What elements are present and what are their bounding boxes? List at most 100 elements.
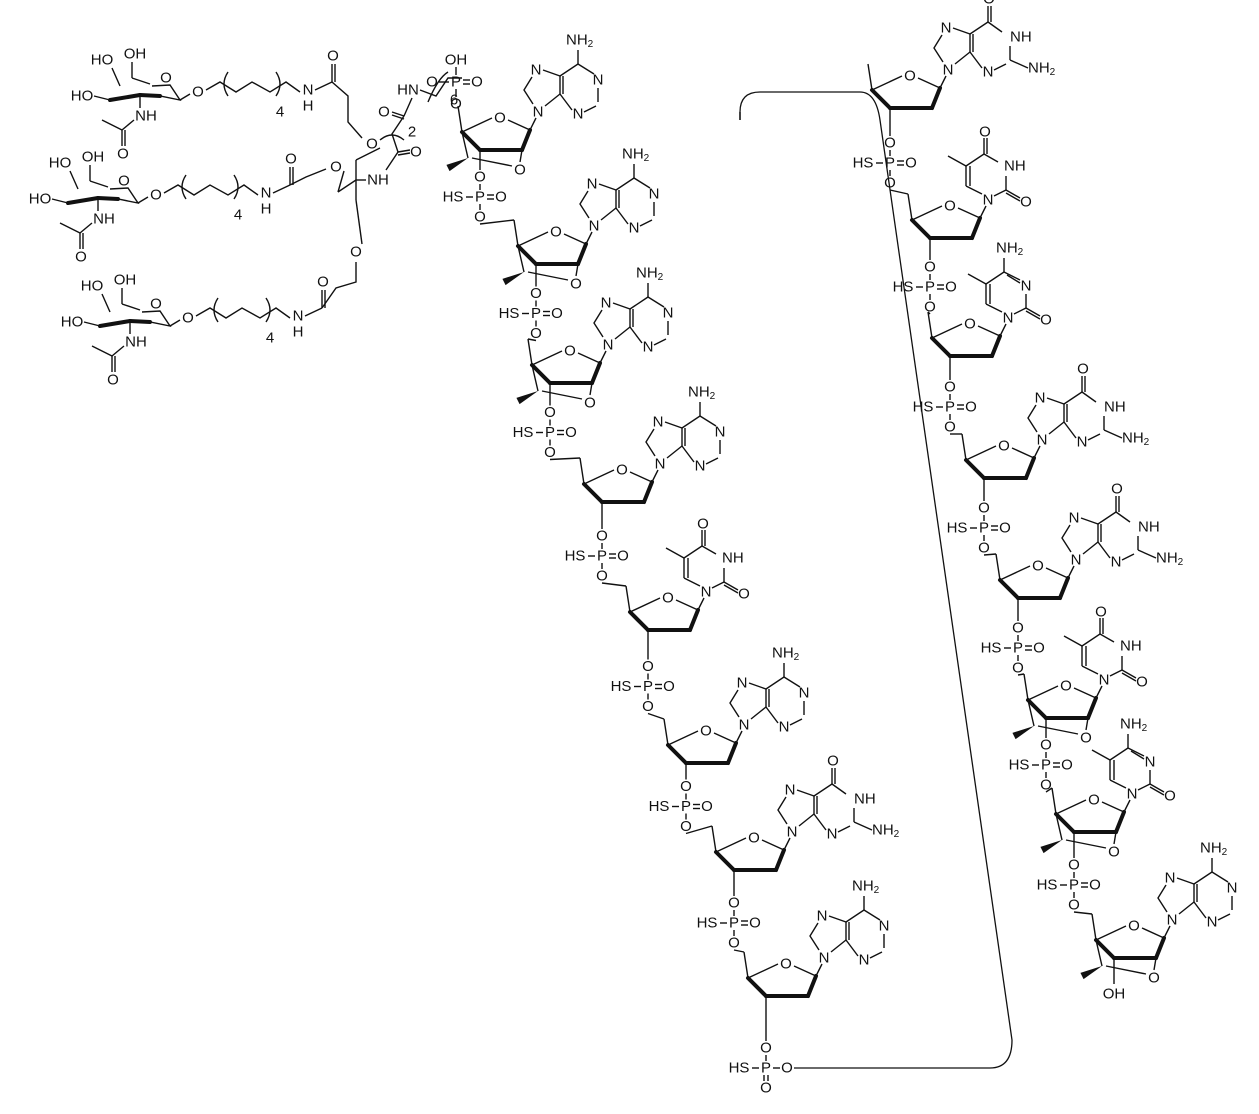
- ring-o: O: [944, 198, 956, 215]
- galnac-cluster: OHOHOOHNHOO4NHOOHOHOOHNHOO4NHOOHOHOOHNHO…: [29, 46, 462, 389]
- p-label: P: [1013, 640, 1023, 657]
- carbonyl-o: O: [1040, 312, 1052, 329]
- n9-label: N: [943, 62, 954, 79]
- amide-h: H: [261, 201, 272, 218]
- adenine-base: NNNH2NN: [810, 878, 889, 969]
- amide-n: N: [303, 82, 314, 99]
- galnac-arm-2: OHOHOOHNHOO4NHO: [29, 149, 297, 266]
- ring-o: O: [1088, 792, 1100, 809]
- n3-label: N: [827, 826, 838, 843]
- p-oxo: O: [701, 798, 713, 815]
- o5-label: O: [924, 299, 936, 316]
- hydroxyl-label: HO: [29, 191, 52, 208]
- p-label: P: [643, 678, 653, 695]
- n7-label: N: [587, 176, 598, 193]
- carbonyl-o: O: [983, 0, 995, 8]
- hydroxyl-label: HO: [71, 88, 94, 105]
- carbonyl-o: O: [1164, 788, 1176, 805]
- adenine-base: NNNH2NN: [580, 146, 659, 237]
- n1h-label: NH: [854, 791, 876, 808]
- n1h-label: NH: [1010, 29, 1032, 46]
- cet-bicyclic-sugar: OO: [446, 110, 530, 179]
- o5-label: O: [642, 698, 654, 715]
- n1-label: N: [1099, 672, 1110, 689]
- deoxyribose: O: [748, 956, 816, 997]
- o3-label: O: [760, 1040, 772, 1057]
- thymine-base: NONHO: [666, 516, 750, 603]
- amide-h: H: [293, 324, 304, 341]
- n9-label: N: [603, 337, 614, 354]
- bridge-o: O: [781, 1060, 793, 1077]
- p-oxo: O: [663, 678, 675, 695]
- o3-label: O: [978, 500, 990, 517]
- carbonyl-o: O: [827, 753, 839, 770]
- deoxyribose: O: [668, 723, 736, 764]
- phosphorothioate-linkage: OPHSOO: [443, 169, 507, 226]
- carbonyl-o: O: [327, 48, 339, 65]
- bridge-o: O: [1108, 844, 1120, 861]
- carbonyl-o: O: [107, 372, 119, 389]
- n3-label: N: [629, 220, 640, 237]
- cet-bicyclic-sugar: OO: [1040, 792, 1124, 861]
- n7-label: N: [785, 782, 796, 799]
- methylcytosine-base: NNH2NO: [1092, 716, 1176, 805]
- thymine-base: NONHO: [1064, 604, 1148, 691]
- hs-label: HS: [853, 155, 874, 172]
- acetamide-nh: NH: [93, 211, 115, 228]
- amino-label: NH2: [622, 146, 650, 164]
- n7-label: N: [941, 20, 952, 37]
- n7-label: N: [1069, 510, 1080, 527]
- n9-label: N: [1167, 912, 1178, 929]
- n9-label: N: [1071, 552, 1082, 569]
- amino-label: NH2: [1200, 840, 1228, 858]
- o3-label: O: [680, 778, 692, 795]
- p-oxo: O: [1033, 640, 1045, 657]
- p-label: P: [1041, 757, 1051, 774]
- n3-label: N: [1021, 278, 1032, 295]
- phosphorothioate-linkage: OPHSOO: [649, 778, 713, 835]
- right-nucleotide-4: ONNONHNH2N: [962, 361, 1150, 479]
- p-oxo: O: [999, 520, 1011, 537]
- amino-label: NH2: [1156, 550, 1184, 568]
- ring-o: O: [1032, 558, 1044, 575]
- n9-label: N: [533, 104, 544, 121]
- ring-o: O: [564, 343, 576, 360]
- n3-label: N: [1077, 434, 1088, 451]
- cet-bicyclic-sugar: OO: [516, 343, 600, 412]
- o5-label: O: [544, 444, 556, 461]
- n3-label: N: [859, 952, 870, 969]
- o3-label: O: [1040, 737, 1052, 754]
- cet-bicyclic-sugar: OO: [1080, 918, 1164, 987]
- amino-label: NH2: [1120, 716, 1148, 734]
- n9-label: N: [589, 218, 600, 235]
- n1h-label: NH: [1138, 519, 1160, 536]
- p-label: P: [531, 305, 541, 322]
- p-label: P: [945, 399, 955, 416]
- amino-label: NH2: [688, 384, 716, 402]
- n1-label: N: [1227, 880, 1238, 897]
- n1-label: N: [663, 305, 674, 322]
- adenine-base: NNNH2NN: [730, 645, 809, 736]
- left-nucleotide-4: ONNNH2NN: [580, 384, 725, 503]
- hs-label: HS: [893, 279, 914, 296]
- o3-label: O: [944, 379, 956, 396]
- guanine-base: NNONHNH2N: [778, 753, 900, 843]
- carbonyl-o: O: [1077, 361, 1089, 378]
- ring-o: O: [160, 70, 172, 87]
- ring-o: O: [1128, 918, 1140, 935]
- linker-oxo: O: [471, 74, 483, 91]
- hydroxyl-label: HO: [61, 314, 84, 331]
- linker-o: O: [426, 74, 438, 91]
- phosphorothioate-linkage: OPHSOO: [893, 259, 957, 316]
- hs-label: HS: [981, 640, 1002, 657]
- guanine-base: NNONHNH2N: [1028, 361, 1150, 451]
- n1-label: N: [983, 192, 994, 209]
- o5-label: O: [944, 419, 956, 436]
- glycosidic-o: O: [182, 310, 194, 327]
- n1-label: N: [715, 424, 726, 441]
- o5-label: O: [884, 175, 896, 192]
- right-strand: ONNONHNH2NOPHSOOONONHOOPHSOOONNH2NOOPHSO…: [740, 0, 1237, 1003]
- linker-p: P: [451, 74, 461, 91]
- carbonyl-o: O: [285, 151, 297, 168]
- guanine-base: NNONHNH2N: [1062, 481, 1184, 571]
